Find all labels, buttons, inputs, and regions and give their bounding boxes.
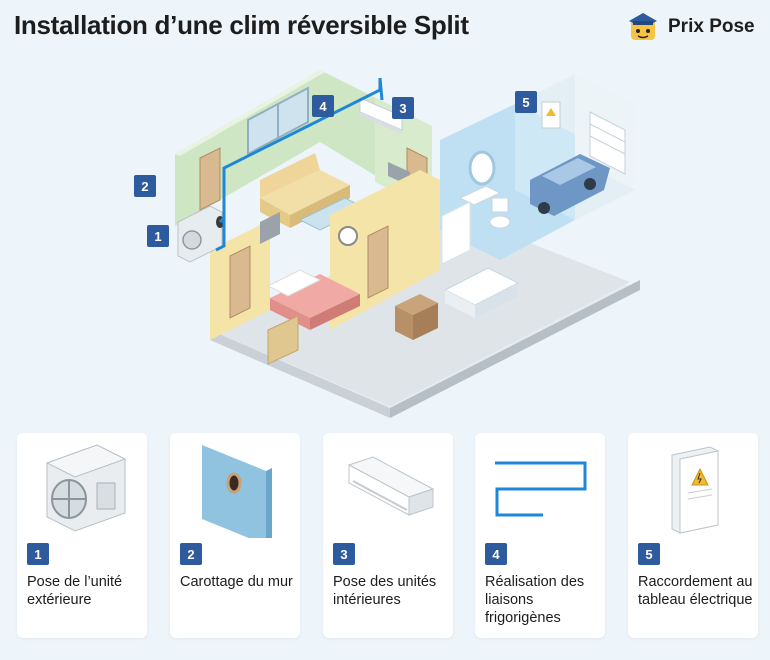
wall-core-drilling-icon bbox=[202, 445, 272, 538]
step-label: Pose des unités intérieures bbox=[333, 574, 437, 608]
outdoor-unit-icon bbox=[45, 444, 127, 532]
prix-pose-mascot-icon bbox=[629, 13, 657, 40]
step-label: Carottage du mur bbox=[180, 574, 293, 590]
step-card-1: 1 Pose de l’unité extérieure bbox=[17, 433, 147, 638]
step-number: 1 bbox=[27, 543, 49, 565]
marker-5: 5 bbox=[515, 91, 537, 113]
marker-1: 1 bbox=[147, 225, 169, 247]
step-number: 2 bbox=[180, 543, 202, 565]
brand-logo[interactable]: Prix Pose bbox=[626, 10, 755, 44]
step-number: 5 bbox=[638, 543, 660, 565]
step-number: 4 bbox=[485, 543, 507, 565]
step-number: 3 bbox=[333, 543, 355, 565]
refrigerant-pipe-icon bbox=[495, 461, 587, 517]
logo-text: Prix Pose bbox=[668, 16, 755, 37]
step-card-2: 2 Carottage du mur bbox=[170, 433, 300, 638]
step-label: Raccordement au tableau électrique bbox=[638, 574, 753, 608]
indoor-unit-icon bbox=[347, 456, 435, 516]
house-illustration bbox=[175, 70, 640, 418]
step-card-4: 4 Réalisation des liaisons frigorigènes bbox=[475, 433, 605, 638]
page-title: Installation d’une clim réversible Split bbox=[14, 10, 469, 40]
marker-2: 2 bbox=[134, 175, 156, 197]
step-label: Réalisation des liaisons frigorigènes bbox=[485, 574, 585, 626]
marker-4: 4 bbox=[312, 95, 334, 117]
marker-3: 3 bbox=[392, 97, 414, 119]
electrical-panel-icon bbox=[671, 446, 719, 534]
step-card-3: 3 Pose des unités intérieures bbox=[323, 433, 453, 638]
step-card-5: 5 Raccordement au tableau électrique bbox=[628, 433, 758, 638]
step-label: Pose de l’unité extérieure bbox=[27, 574, 123, 608]
